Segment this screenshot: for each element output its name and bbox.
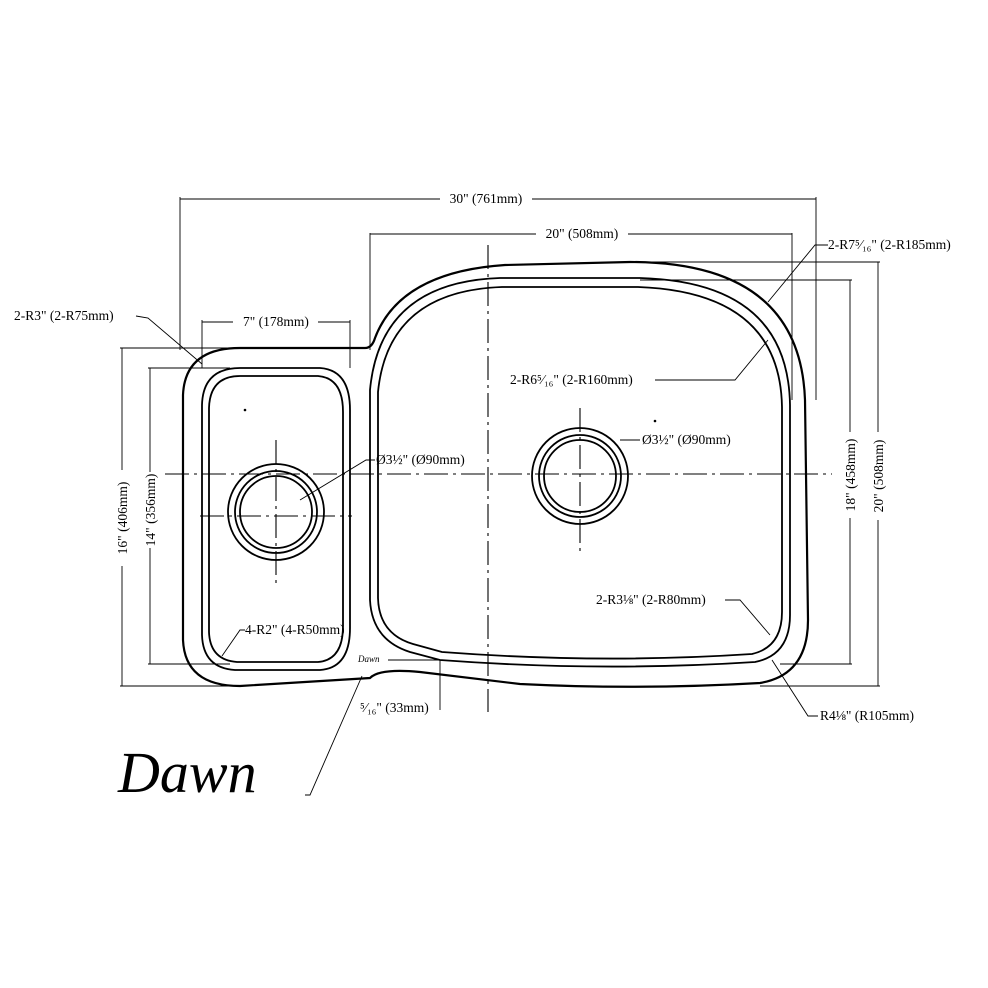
- large-bowl-height-label: 18" (458mm): [843, 439, 858, 512]
- center-lines: [165, 245, 832, 712]
- large-bottom-radius-label: 2-R3⅛" (2-R80mm): [596, 592, 706, 607]
- marker-dot: [653, 419, 657, 423]
- large-bowl-inner-line: [377, 286, 783, 660]
- large-drain-label: Ø3½" (Ø90mm): [642, 432, 731, 447]
- marker-dot: [243, 408, 247, 412]
- large-bowl-width-label: 20" (508mm): [546, 226, 619, 241]
- large-top-radius-outer-label: 2-R7⁵⁄₁₆" (2-R185mm): [828, 237, 951, 252]
- dimension-lines: [120, 197, 880, 687]
- large-top-radius-inner-label: 2-R6⁵⁄₁₆" (2-R160mm): [510, 372, 633, 387]
- outer-bottom-radius-label: R4⅛" (R105mm): [820, 708, 914, 723]
- small-bowl: [201, 367, 351, 671]
- large-bowl: [369, 277, 791, 668]
- small-bowl-inner-line: [208, 375, 344, 663]
- small-outer-height-label: 16" (406mm): [115, 482, 130, 555]
- outer-rim: [181, 260, 810, 688]
- sink-outline: [181, 260, 810, 688]
- small-bowl-height-label: 14" (356mm): [143, 474, 158, 547]
- small-bottom-radius-label: 4-R2" (4-R50mm): [245, 622, 345, 637]
- brand-logo: Dawn: [117, 740, 257, 805]
- brand-stamp: Dawn: [357, 654, 380, 664]
- divider-width-label: ⁵⁄₁₆" (33mm): [360, 700, 429, 715]
- large-outer-height-label: 20" (508mm): [871, 440, 886, 513]
- overall-width-label: 30" (761mm): [450, 191, 523, 206]
- leader-lines: [135, 244, 828, 796]
- small-corner-radius-label: 2-R3" (2-R75mm): [14, 308, 114, 323]
- small-drain-label: Ø3½" (Ø90mm): [376, 452, 465, 467]
- small-bowl-width-label: 7" (178mm): [243, 314, 309, 329]
